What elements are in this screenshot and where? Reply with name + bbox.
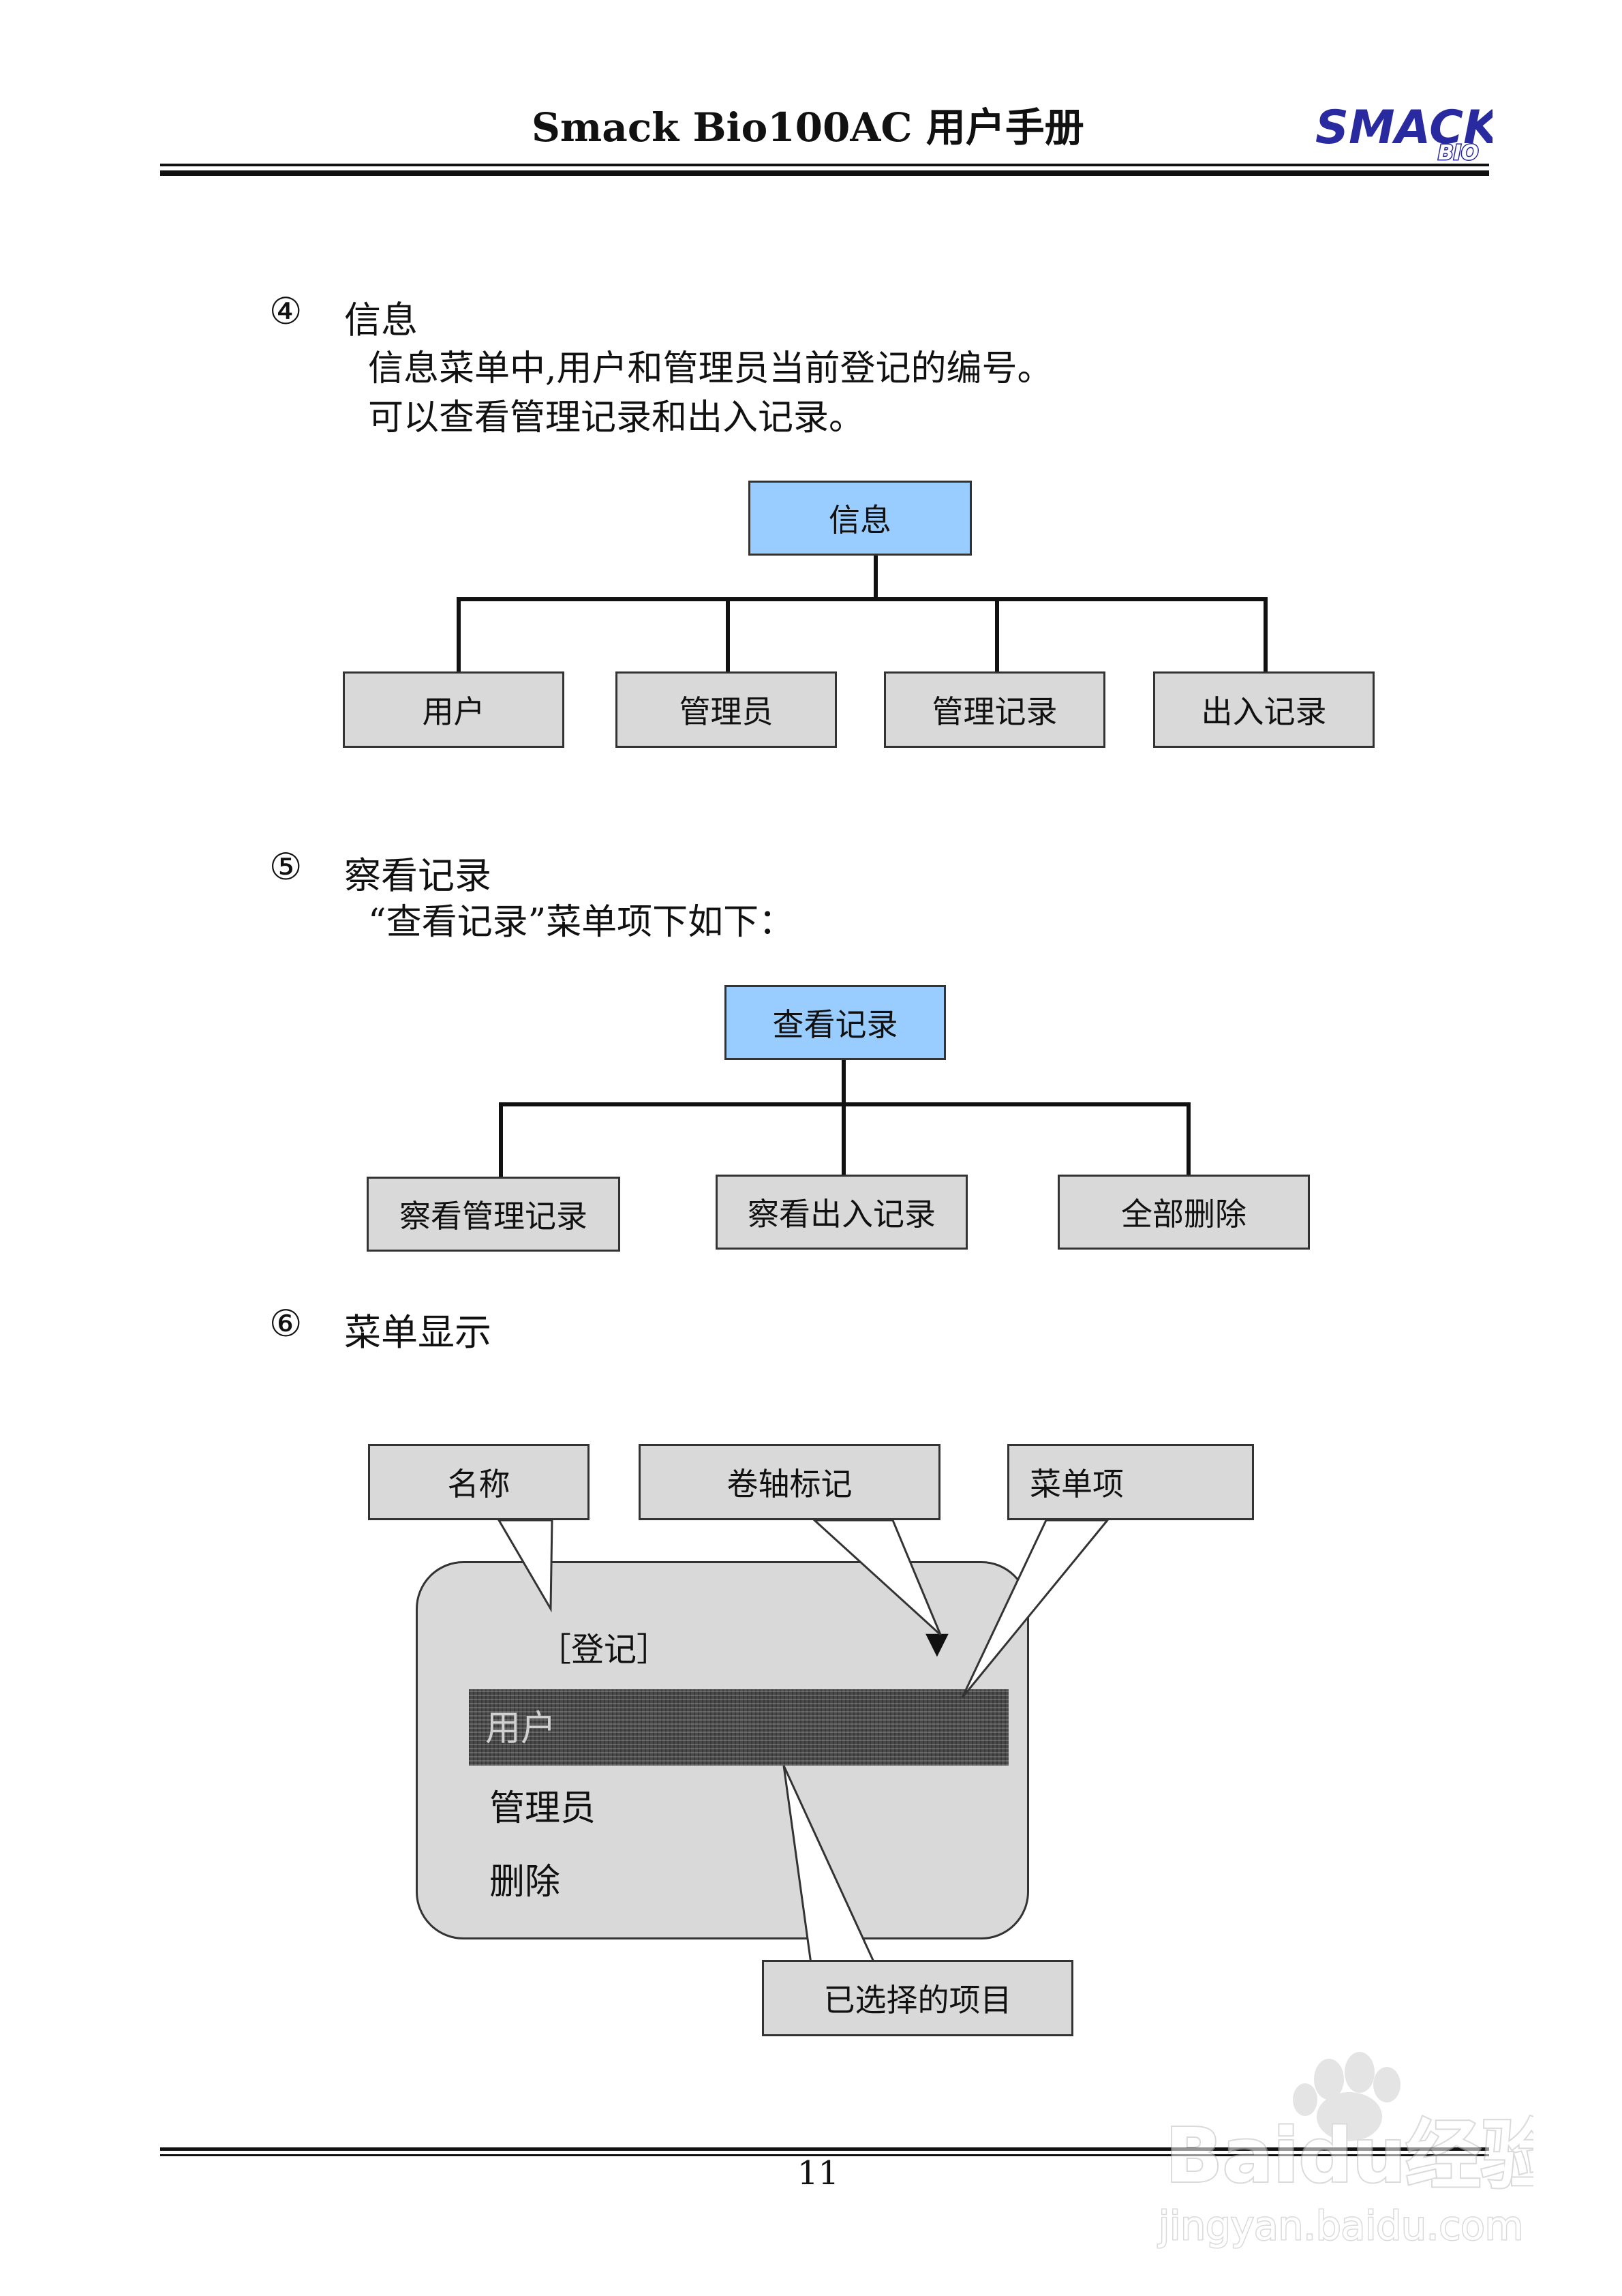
connector	[1264, 597, 1268, 672]
diagram-info-child: 出入记录	[1153, 671, 1375, 748]
svg-text:BIO: BIO	[1438, 141, 1479, 162]
diagram-records-root: 查看记录	[724, 985, 946, 1060]
svg-text:jingyan.baidu.com: jingyan.baidu.com	[1157, 2203, 1523, 2249]
section-4-paragraph-2: 可以查看管理记录和出入记录。	[368, 397, 865, 438]
section-4-number: ④	[269, 290, 303, 333]
callout-menu-item: 菜单项	[1007, 1444, 1254, 1520]
lcd-selection-highlight	[469, 1689, 1009, 1766]
connector	[842, 1102, 846, 1177]
connector	[874, 556, 878, 600]
callout-selected-item: 已选择的项目	[762, 1960, 1073, 2036]
page-number: 11	[797, 2154, 840, 2192]
connector	[842, 1060, 846, 1104]
header-rule-top	[160, 164, 1489, 166]
section-6-title: 菜单显示	[344, 1311, 491, 1354]
section-4-title: 信息	[344, 299, 418, 342]
lcd-menu-item-selected: 用户	[485, 1708, 557, 1749]
baidu-jingyan-watermark: Baidu经验 jingyan.baidu.com	[1157, 2052, 1533, 2250]
lcd-menu-name: ［登记］	[538, 1631, 670, 1669]
svg-text:Baidu经验: Baidu经验	[1165, 2112, 1533, 2199]
scroll-marker-icon: ▼	[925, 1626, 949, 1661]
svg-text:SMACK: SMACK	[1315, 101, 1493, 155]
connector	[995, 597, 999, 672]
smack-bio-logo: SMACK BIO	[1315, 101, 1493, 162]
header-rule-bottom	[160, 170, 1489, 176]
diagram-info-child: 管理员	[615, 671, 837, 748]
diagram-info-root: 信息	[748, 481, 972, 556]
section-4-paragraph-1: 信息菜单中,用户和管理员当前登记的编号。	[368, 348, 1053, 389]
connector	[457, 597, 1268, 601]
lcd-menu-item: 删除	[489, 1862, 561, 1903]
lcd-menu-item: 管理员	[489, 1788, 596, 1829]
header-title: Smack Bio100AC 用户手册	[532, 104, 1084, 151]
section-5-number: ⑤	[269, 845, 303, 888]
section-5-title: 察看记录	[344, 854, 491, 897]
connector	[726, 597, 730, 672]
footer-rule-top	[160, 2147, 1489, 2151]
section-5-paragraph-1: “查看记录”菜单项下如下：	[368, 902, 795, 943]
diagram-records-child: 全部删除	[1058, 1175, 1310, 1250]
connector	[1187, 1102, 1191, 1177]
footer-rule-bottom	[160, 2154, 1489, 2156]
diagram-info-child: 用户	[343, 671, 564, 748]
diagram-records-child: 察看出入记录	[716, 1175, 968, 1250]
section-6-number: ⑥	[269, 1302, 303, 1345]
diagram-records-child: 察看管理记录	[367, 1177, 620, 1252]
connector	[499, 1102, 503, 1177]
diagram-info-child: 管理记录	[884, 671, 1105, 748]
callout-scroll-mark: 卷轴标记	[639, 1444, 940, 1520]
callout-name: 名称	[368, 1444, 590, 1520]
connector	[457, 597, 461, 672]
